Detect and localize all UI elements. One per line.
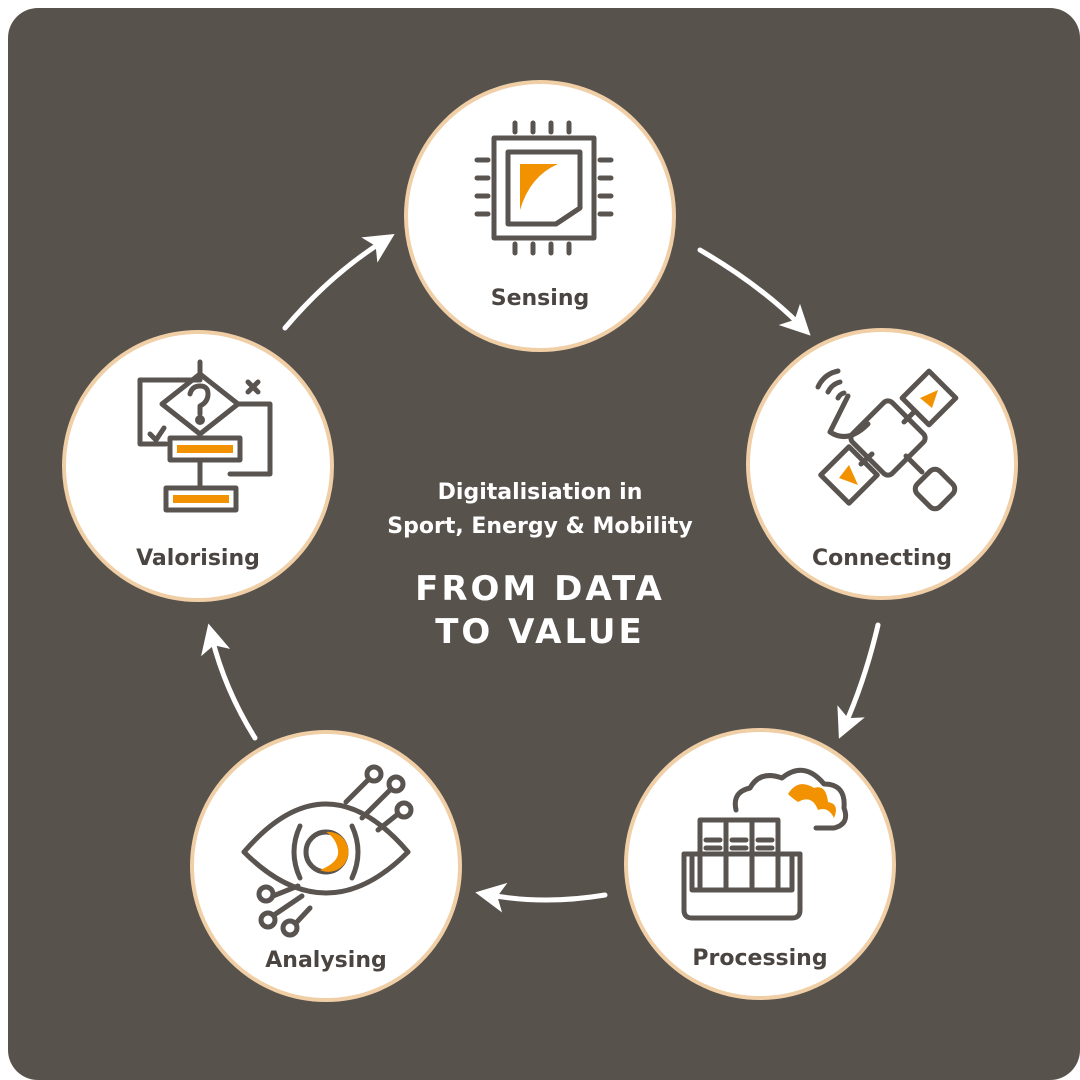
diagram-subtitle: Digitalisiation in Sport, Energy & Mobil… (340, 476, 740, 544)
stage-label: Sensing (490, 286, 590, 311)
satellite-icon (815, 368, 959, 512)
arrow-analysing-to-valorising (201, 623, 258, 741)
stage-sensing: Sensing (404, 80, 676, 352)
arrow-sensing-to-connecting (697, 247, 811, 336)
stage-connecting: Connecting (746, 328, 1018, 600)
stage-processing: Processing (624, 728, 896, 1000)
subtitle-line: Digitalisiation in (437, 480, 643, 505)
stage-analysing: Analysing (190, 730, 462, 1002)
decision-flowchart-icon (137, 359, 273, 513)
diagram-title: FROM DATA TO VALUE (340, 568, 740, 654)
arrow-valorising-to-sensing (282, 233, 395, 331)
arrow-connecting-to-processing (837, 622, 881, 739)
cloud-server-box-icon (681, 767, 849, 921)
stage-label: Valorising (136, 546, 260, 571)
stage-valorising: Valorising (62, 330, 334, 602)
eye-circuit-icon (241, 764, 414, 938)
microchip-icon (474, 120, 614, 256)
stage-label: Analysing (265, 948, 387, 973)
title-line: FROM DATA (415, 569, 665, 609)
stage-label: Connecting (811, 546, 952, 571)
stage-label: Processing (692, 946, 828, 971)
subtitle-line: Sport, Energy & Mobility (387, 514, 693, 539)
arrow-processing-to-analysing (475, 882, 608, 913)
title-line: TO VALUE (435, 612, 645, 652)
